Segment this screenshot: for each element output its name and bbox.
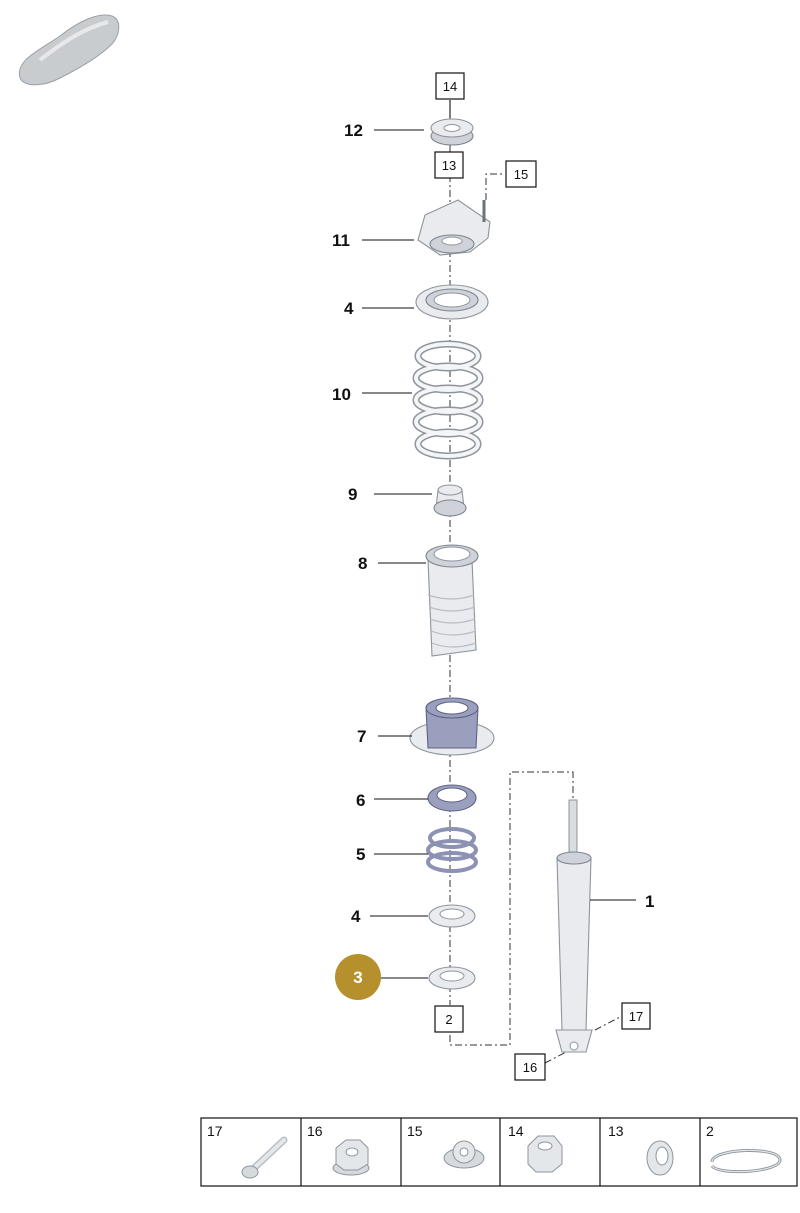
callout-3: 3 — [353, 968, 362, 987]
table-cell-number: 2 — [706, 1123, 714, 1139]
callout-8: 8 — [358, 554, 367, 573]
svg-text:16: 16 — [523, 1060, 537, 1075]
part-7-lower-spring-seat[interactable] — [409, 697, 495, 756]
boxed-ref-16[interactable]: 16 — [514, 1053, 546, 1081]
table-cell-17[interactable]: 17 — [207, 1123, 288, 1179]
flange-nut-icon — [443, 1140, 485, 1169]
car-thumbnail-icon[interactable] — [18, 14, 120, 86]
part-11-top-mount[interactable] — [417, 199, 491, 256]
hardware-table: 17 16 15 14 — [200, 1117, 798, 1187]
boxed-ref-15[interactable]: 15 — [505, 160, 537, 188]
part-8-dust-boot[interactable] — [425, 544, 479, 657]
svg-text:13: 13 — [442, 158, 456, 173]
table-cell-number: 15 — [407, 1123, 423, 1139]
part-5-helper-spring[interactable] — [426, 827, 478, 873]
callout-11: 11 — [332, 231, 350, 250]
hex-nut-flanged-icon — [332, 1139, 370, 1176]
boxed-ref-14[interactable]: 14 — [435, 72, 465, 100]
axis-link-17 — [594, 1015, 623, 1031]
table-cell-number: 17 — [207, 1123, 223, 1139]
svg-text:17: 17 — [629, 1009, 643, 1024]
callout-9: 9 — [348, 485, 357, 504]
svg-text:2: 2 — [445, 1012, 452, 1027]
table-cell-15[interactable]: 15 — [407, 1123, 485, 1169]
table-cell-2[interactable]: 2 — [706, 1123, 782, 1174]
bolt-icon — [241, 1136, 288, 1179]
callout-1: 1 — [645, 892, 654, 911]
svg-text:14: 14 — [443, 79, 457, 94]
boxed-ref-2[interactable]: 2 — [434, 1005, 464, 1033]
part-10-spring-highlight — [414, 342, 482, 458]
axis-link-16 — [544, 1049, 571, 1064]
callout-4-lower: 4 — [351, 907, 361, 926]
callout-4-upper: 4 — [344, 299, 354, 318]
axis-link-15 — [485, 173, 505, 200]
part-1-shock-absorber[interactable] — [555, 799, 593, 1053]
washer-icon — [646, 1140, 674, 1176]
table-cell-number: 13 — [608, 1123, 624, 1139]
part-10-coil-spring[interactable] — [412, 340, 484, 460]
callout-12: 12 — [344, 121, 363, 140]
part-6-ring[interactable] — [427, 784, 477, 812]
table-cell-16[interactable]: 16 — [307, 1123, 370, 1176]
circlip-icon — [710, 1149, 782, 1174]
callout-7: 7 — [357, 727, 366, 746]
callout-10: 10 — [332, 385, 351, 404]
hex-nut-icon — [527, 1135, 563, 1173]
part-4-lower-washer[interactable] — [428, 904, 476, 928]
axis-link-2-to-shock — [449, 771, 574, 1046]
boxed-ref-17[interactable]: 17 — [621, 1002, 651, 1030]
callout-3-highlight[interactable]: 3 — [335, 954, 381, 1000]
table-cell-14[interactable]: 14 — [508, 1123, 563, 1173]
table-cell-number: 16 — [307, 1123, 323, 1139]
callout-6: 6 — [356, 791, 365, 810]
table-cell-number: 14 — [508, 1123, 524, 1139]
part-12-mount-nut[interactable] — [430, 118, 474, 146]
callout-5: 5 — [356, 845, 365, 864]
part-9-bump-stop[interactable] — [433, 484, 467, 517]
svg-text:15: 15 — [514, 167, 528, 182]
part-3-washer[interactable] — [428, 966, 476, 990]
table-cell-13[interactable]: 13 — [608, 1123, 674, 1176]
boxed-ref-13[interactable]: 13 — [434, 151, 464, 179]
part-4-upper-spring-seat[interactable] — [415, 284, 489, 320]
